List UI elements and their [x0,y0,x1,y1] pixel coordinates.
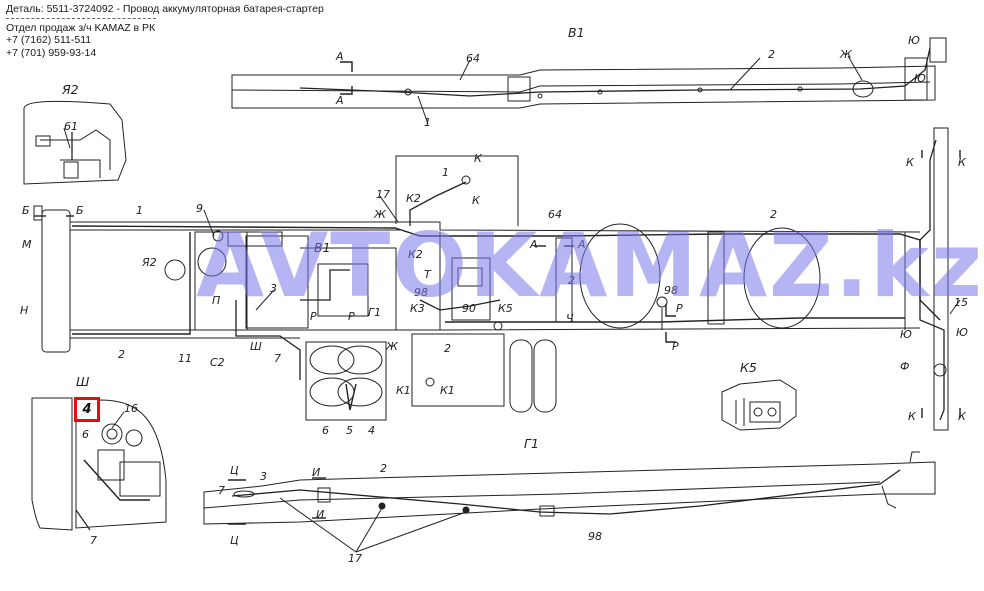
label-yu-2: Ю [914,72,926,85]
header-divider [6,17,156,19]
label-n: Н [20,304,28,317]
view-title-ya2: Я2 [61,82,79,97]
label-i-2: И [316,508,324,521]
view-k5-detail [721,379,797,431]
callout-2-tank: 2 [568,274,575,287]
view-title-g1: Г1 [524,436,539,451]
view-title-k5: К5 [740,360,757,375]
callout-16: 16 [124,402,138,415]
callout-64-top: 64 [466,52,480,65]
callout-2-k1: 2 [444,342,451,355]
callout-2-top: 2 [768,48,775,61]
view-title-sh: Ш [76,374,90,389]
label-r-1: Р [676,302,683,315]
view-g1-frame [203,451,936,553]
label-k-3: К [906,156,915,169]
label-k3: К3 [410,302,425,315]
label-a-1: А [335,50,344,63]
label-ch: Ч [566,312,574,325]
callout-98-right: 98 [664,284,678,297]
label-zh-1: Ж [839,48,853,61]
callout-6-main: 6 [322,424,329,437]
callout-5-main: 5 [346,424,353,437]
label-b-2: Б [76,204,84,217]
label-k-1: К [474,152,483,165]
label-k-2: К [472,194,481,207]
label-k2-1: К2 [406,192,421,205]
view-ya2-detail [23,100,127,185]
label-ya2-main: Я2 [141,256,157,269]
view-title-b1-main: В1 [314,240,331,255]
label-k-6: К [958,410,967,423]
callout-15: 15 [954,296,968,309]
label-r-3: Р [310,310,317,323]
callout-2-main: 2 [770,208,777,221]
label-k-5: К [908,410,917,423]
callout-6-sh: 6 [82,428,89,441]
label-a-4: А [577,238,586,251]
callout-90: 90 [462,302,476,315]
label-k-4: К [958,156,967,169]
section-markers [34,61,961,525]
callout-9: 9 [196,202,203,215]
callout-4-main: 4 [368,424,375,437]
callout-17-main: 17 [376,188,390,201]
label-r-2: Р [672,340,679,353]
part-line: Деталь: 5511-3724092 - Провод аккумулято… [6,3,324,15]
label-zh-3: Ж [385,340,399,353]
callout-1-main: 1 [136,204,143,217]
callout-64-main: 64 [548,208,562,221]
callout-7-sh: 7 [90,534,97,547]
callout-2-g1: 2 [380,462,387,475]
label-ts-1: Ц [230,464,239,477]
view-sh-detail [31,397,167,531]
callout-1-top: 1 [424,116,431,129]
label-yu-4: Ю [956,326,968,339]
main-chassis [33,127,949,431]
label-b-1: Б [22,204,30,217]
label-p: П [212,294,220,307]
callout-7-main: 7 [274,352,281,365]
callout-98-main: 98 [414,286,428,299]
label-yu-3: Ю [900,328,912,341]
label-zh-2: Ж [373,208,387,221]
highlighted-part-callout[interactable]: 4 [74,397,100,422]
label-r-4: Р [348,310,355,323]
callout-leaders [63,55,961,429]
label-sh-main: Ш [250,340,262,353]
callout-3-g1: 3 [260,470,267,483]
label-g1-main: Г1 [368,306,381,319]
label-i-1: И [312,466,320,479]
callout-17-g1: 17 [348,552,362,565]
phone-1: +7 (7162) 511-511 [6,34,92,46]
view-b1-frame [231,37,947,109]
callout-98-g1: 98 [588,530,602,543]
label-a-3: А [529,238,538,251]
label-k2-2: К2 [408,248,423,261]
part-info-header: Деталь: 5511-3724092 - Провод аккумулято… [6,3,324,59]
label-s2: С2 [210,356,225,369]
highlighted-part-number: 4 [82,402,92,417]
label-m: М [22,238,32,251]
label-f: Ф [900,360,909,373]
label-a-2: А [335,94,344,107]
label-k1-1: К1 [396,384,411,397]
label-t: Т [424,268,432,281]
label-yu-1: Ю [908,34,920,47]
callout-3-main: 3 [270,282,277,295]
callout-2-left: 2 [118,348,125,361]
label-k1-2: К1 [440,384,455,397]
callout-11: 11 [178,352,192,365]
label-k5-main: К5 [498,302,513,315]
callout-61: 61 [64,120,78,133]
label-ts-2: Ц [230,534,239,547]
callout-1-k: 1 [442,166,449,179]
phone-2: +7 (701) 959-93-14 [6,46,97,59]
callout-7-g1: 7 [218,484,225,497]
view-title-b1: В1 [568,25,585,40]
sales-dept: Отдел продаж з/ч KAMAZ в РК [6,21,156,34]
